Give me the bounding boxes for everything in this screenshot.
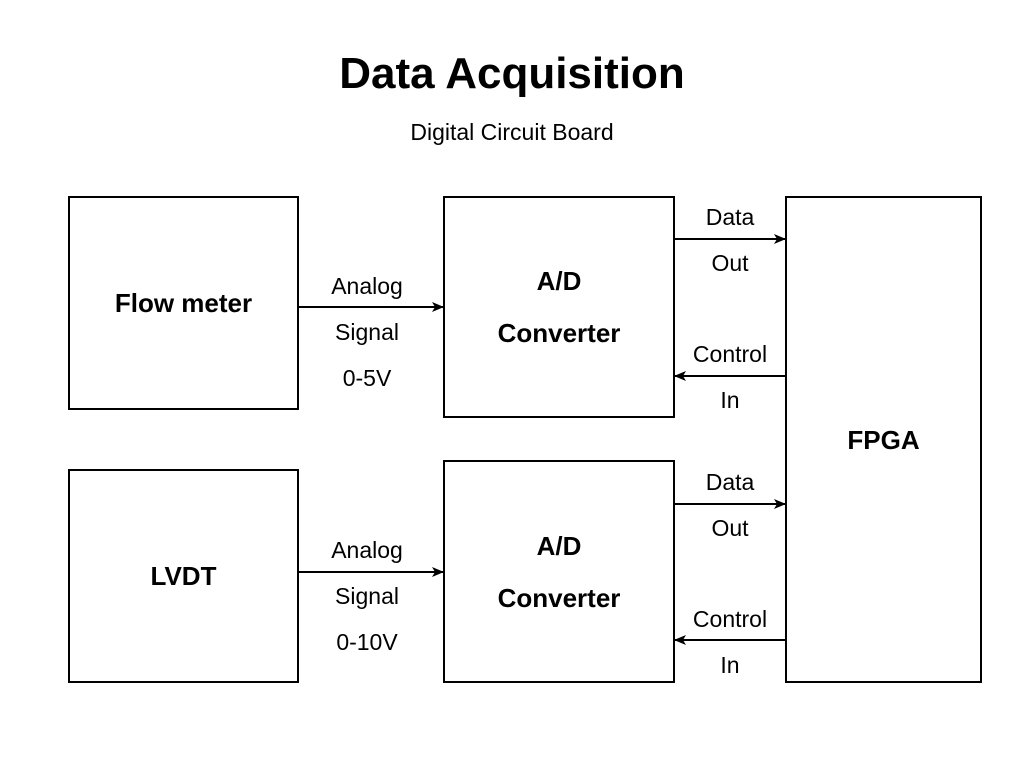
control-in-label-2: Control In	[675, 596, 785, 688]
fpga-label: FPGA	[847, 424, 920, 455]
diagram-subtitle: Digital Circuit Board	[410, 119, 614, 145]
analog-signal-label-2-line1: Analog	[331, 537, 403, 563]
analog-signal-label-2-line3: 0-10V	[336, 629, 398, 655]
flow-meter-block: Flow meter	[68, 196, 299, 410]
analog-signal-label-1-line2: Signal	[335, 319, 399, 345]
data-out-label-1: Data Out	[675, 194, 785, 286]
adc1-label-line1: A/D	[536, 266, 582, 296]
control-in-label-1: Control In	[675, 331, 785, 423]
adc2-label-line2: Converter	[497, 582, 621, 613]
adc2-label-line1: A/D	[536, 530, 582, 561]
data-out-label-1-line1: Data	[705, 204, 755, 230]
analog-signal-label-2: Analog Signal 0-10V	[307, 527, 427, 665]
diagram-title: Data Acquisition	[339, 49, 685, 98]
adc1-label-line2: Converter	[497, 318, 621, 348]
analog-signal-label-1: Analog Signal 0-5V	[307, 263, 427, 401]
analog-signal-label-1-line3: 0-5V	[342, 365, 392, 391]
fpga-block: FPGA	[785, 196, 982, 683]
adc2-block: A/D Converter	[443, 460, 675, 683]
lvdt-label: LVDT	[150, 561, 217, 591]
control-in-label-2-line2: In	[720, 652, 740, 678]
data-out-label-2-line2: Out	[711, 515, 749, 541]
control-in-label-2-line1: Control	[692, 606, 768, 632]
analog-signal-label-1-line1: Analog	[331, 273, 403, 299]
data-out-label-1-line2: Out	[711, 250, 749, 276]
adc1-block: A/D Converter	[443, 196, 675, 418]
data-out-label-2: Data Out	[675, 459, 785, 551]
lvdt-block: LVDT	[68, 469, 299, 683]
analog-signal-label-2-line2: Signal	[335, 583, 399, 609]
control-in-label-1-line1: Control	[692, 341, 768, 367]
data-out-label-2-line1: Data	[705, 469, 755, 495]
flow-meter-label: Flow meter	[114, 288, 253, 318]
control-in-label-1-line2: In	[720, 387, 740, 413]
